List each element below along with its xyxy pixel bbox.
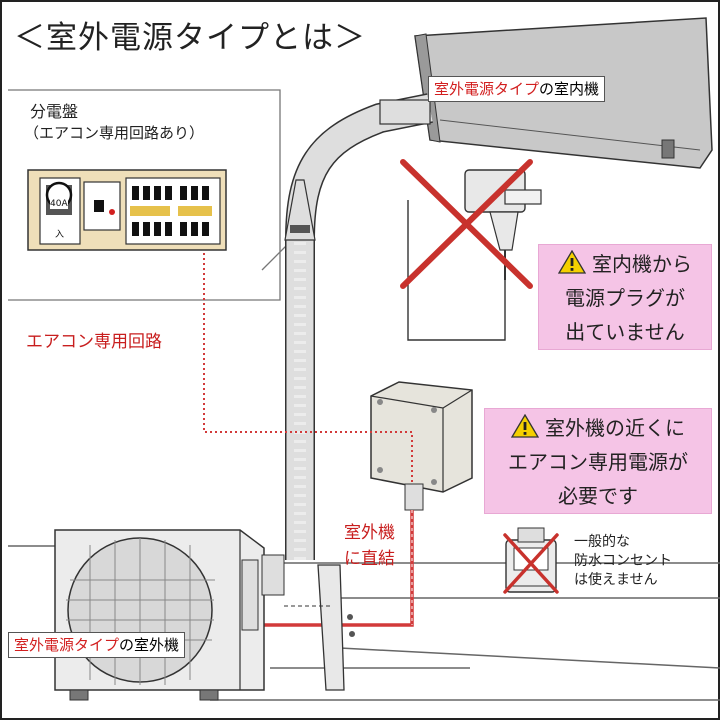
indoor-unit-tag-rest: の室内機 (539, 80, 600, 98)
refrigerant-pipe (284, 93, 433, 560)
warning-outdoor-box: 室外機の近くに エアコン専用電源が 必要です (484, 408, 712, 514)
outdoor-unit-tag-highlight: 室外電源タイプ (14, 636, 120, 654)
wall-lines (8, 545, 720, 701)
pipe-fittings (261, 554, 355, 691)
warning-outdoor-line-3: 必要です (558, 484, 638, 508)
direct-label-line-2: に直結 (344, 549, 395, 569)
outlet-cross-mark-icon (503, 533, 559, 594)
panel-label: 分電盤 (30, 102, 79, 121)
warning-indoor-box: 室内機から 電源プラグが 出ていません (538, 244, 712, 350)
warning-indoor-line-3: 出ていません (565, 320, 685, 344)
warning-icon (510, 413, 540, 438)
panel-callout-frame (8, 89, 281, 301)
warning-indoor-line-2: 電源プラグが (565, 286, 685, 310)
outdoor-unit-tag: 室外電源タイプの室外機 (8, 632, 186, 658)
warning-outdoor-line-1: 室外機の近くに (545, 416, 685, 440)
indoor-unit-tag-highlight: 室外電源タイプ (434, 80, 540, 98)
warning-outdoor-line-2: エアコン専用電源が (508, 450, 688, 474)
direct-label: 室外機 に直結 (344, 520, 395, 572)
direct-label-line-1: 室外機 (344, 523, 395, 543)
warning-indoor-line-1: 室内機から (592, 252, 692, 276)
outlet-note: 一般的な 防水コンセント は使えません (574, 533, 672, 590)
outlet-note-line-3: は使えません (574, 572, 658, 588)
outdoor-unit (54, 529, 265, 701)
outdoor-unit-tag-rest: の室外機 (119, 636, 180, 654)
breaker-rating: 40A (50, 199, 68, 209)
outlet-note-line-2: 防水コンセント (574, 553, 672, 569)
warning-icon (557, 249, 587, 274)
outlet-note-line-1: 一般的な (574, 534, 630, 550)
indoor-unit-tag: 室外電源タイプの室内機 (428, 76, 606, 102)
breaker-state: 入 (55, 230, 65, 240)
page-title: ＜室外電源タイプとは＞ (14, 20, 366, 56)
distribution-panel (27, 169, 227, 251)
circuit-label: エアコン専用回路 (26, 332, 162, 352)
power-plug-icon (407, 169, 542, 341)
panel-sublabel: （エアコン専用回路あり） (24, 124, 205, 142)
outdoor-power-box (370, 381, 473, 511)
cross-mark-icon (400, 159, 533, 289)
